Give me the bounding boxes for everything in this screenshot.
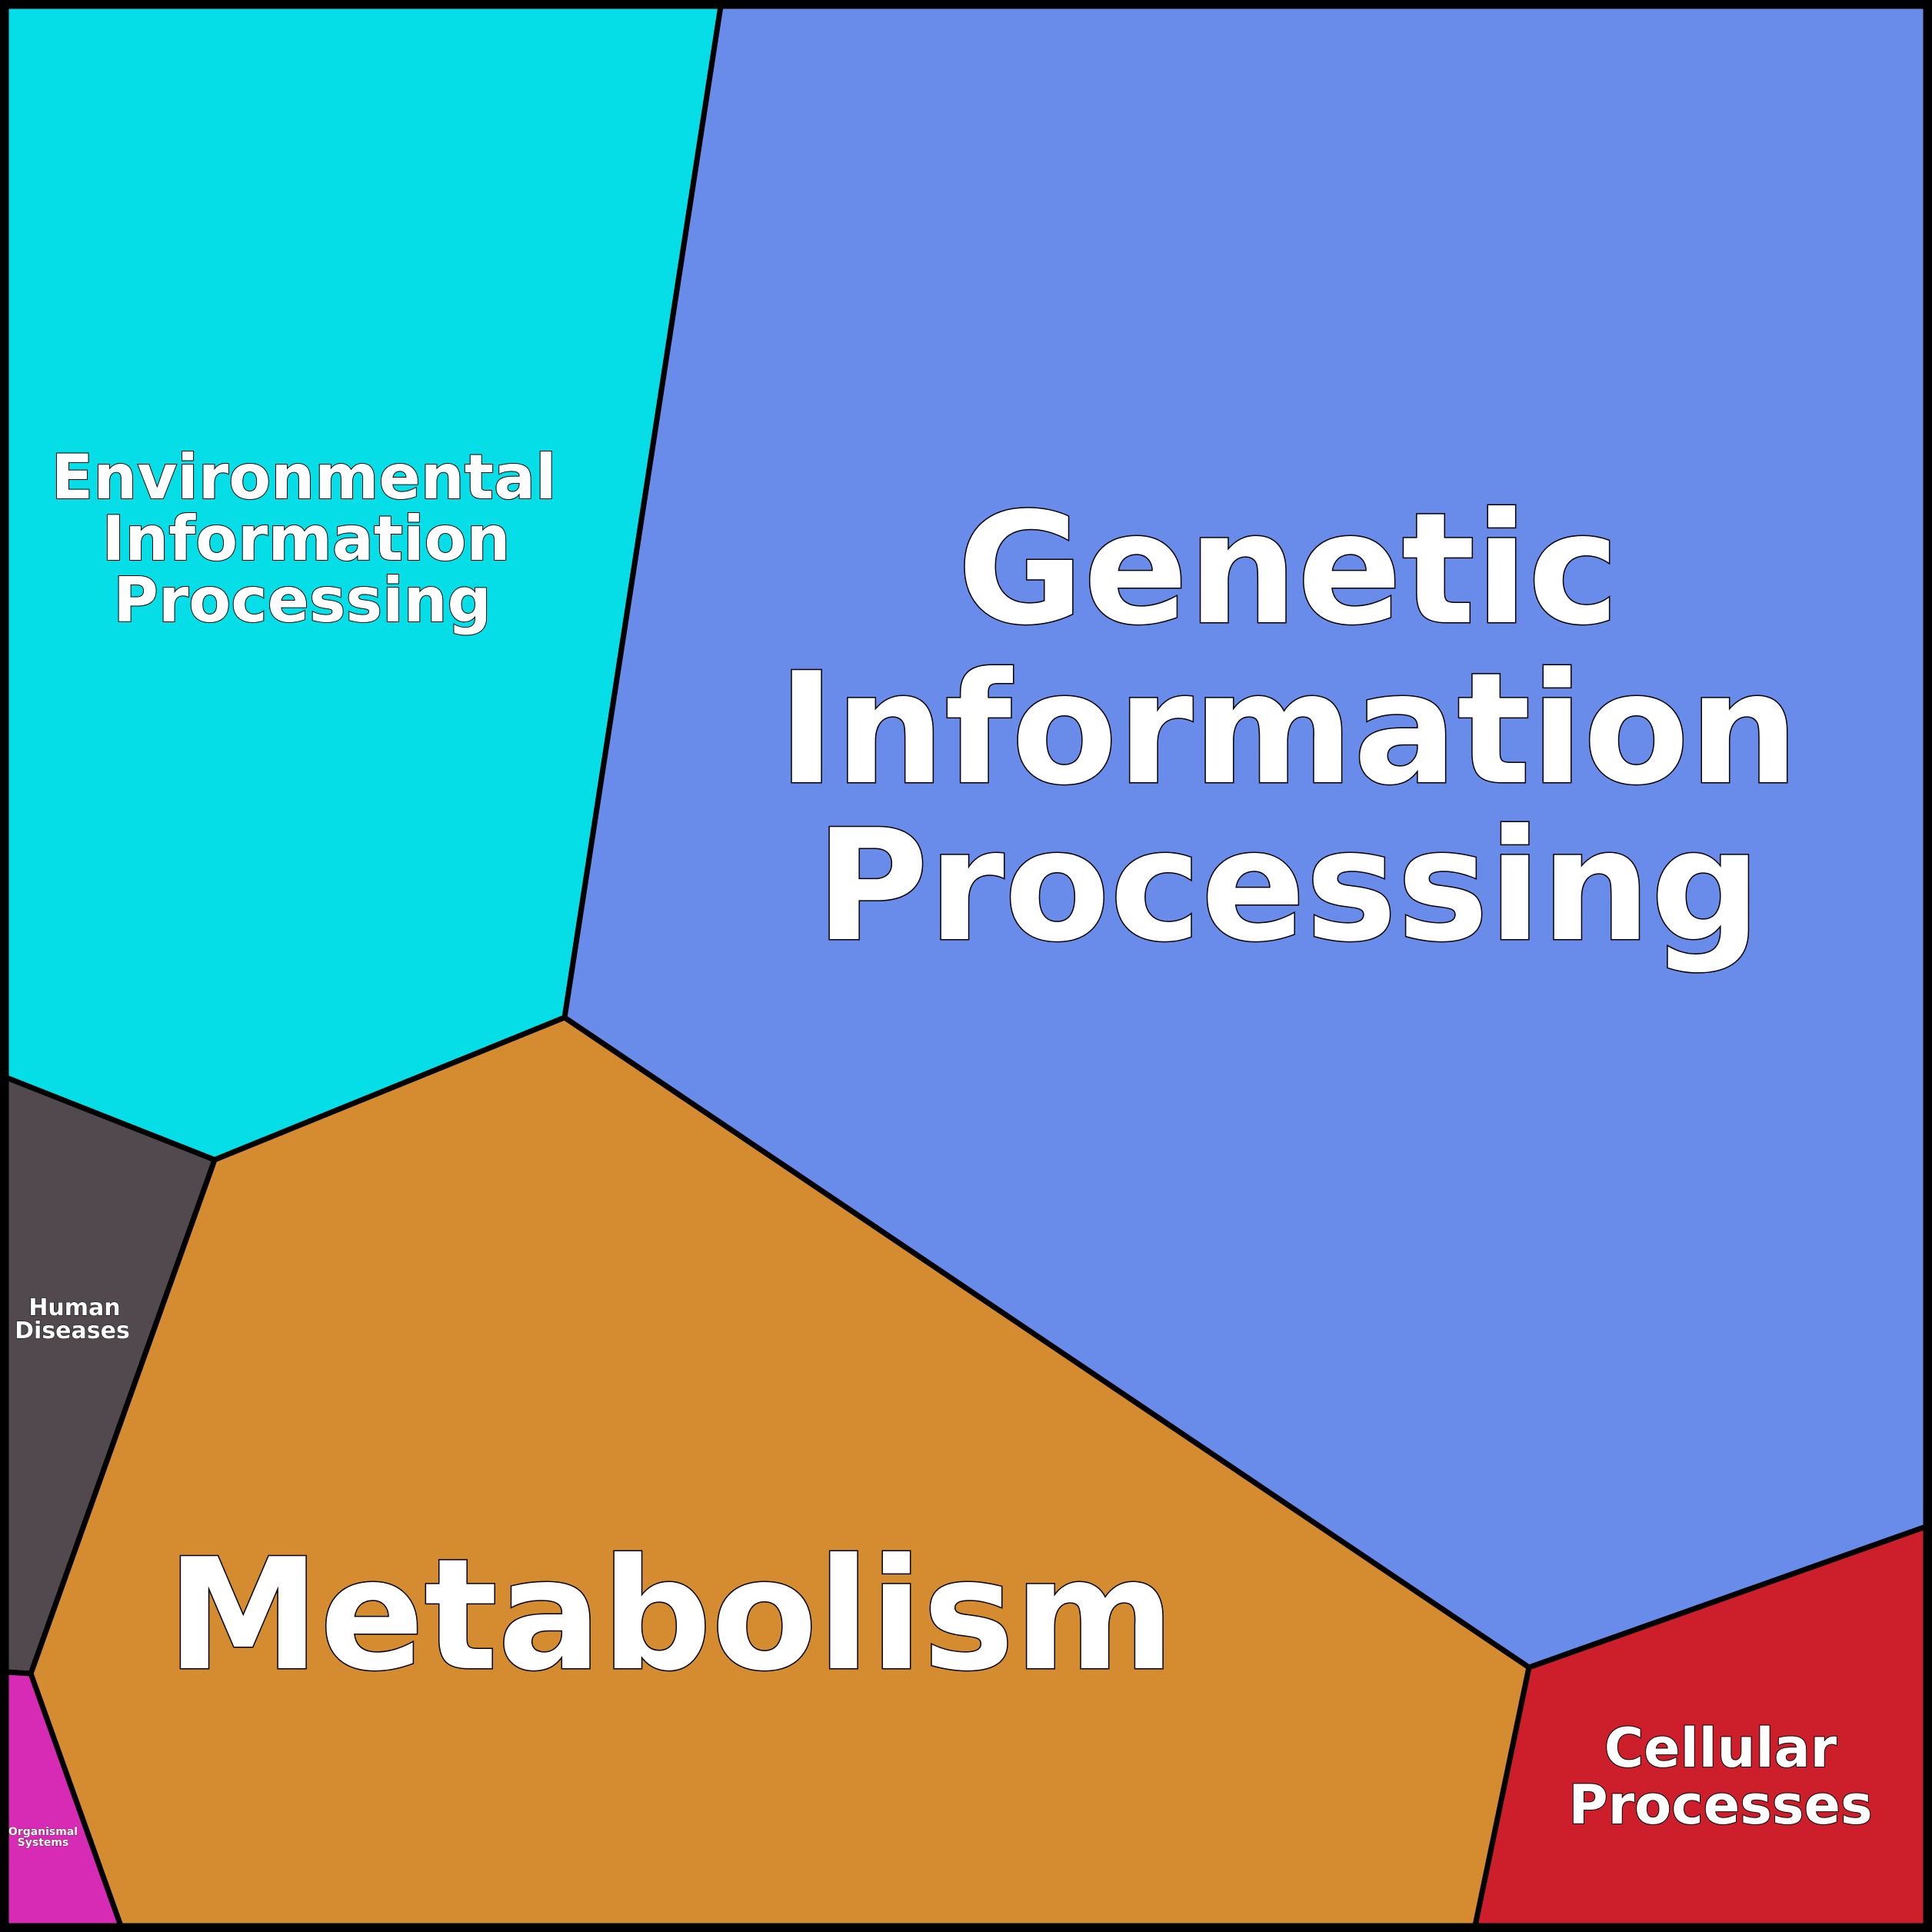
label-genetic-line-3: Processing: [815, 797, 1760, 976]
label-organismal-line-1: Organismal: [8, 1826, 78, 1838]
label-human-line-1: Human: [28, 1294, 120, 1321]
label-cellular-line-1: Cellular: [1604, 1717, 1837, 1780]
label-human-line-2: Diseases: [15, 1317, 130, 1344]
label-metabolism-line-1: Metabolism: [167, 1526, 1174, 1705]
label-metabolism: Metabolism: [167, 1526, 1174, 1705]
label-environmental-line-1: Environmental: [52, 441, 557, 513]
label-genetic-line-2: Information: [778, 640, 1798, 819]
label-cellular-line-2: Processes: [1568, 1774, 1872, 1837]
label-genetic-line-1: Genetic: [958, 480, 1620, 659]
label-organismal-line-2: Systems: [18, 1837, 69, 1849]
label-environmental-line-2: Information: [102, 503, 511, 575]
label-environmental-line-3: Processing: [113, 565, 491, 636]
